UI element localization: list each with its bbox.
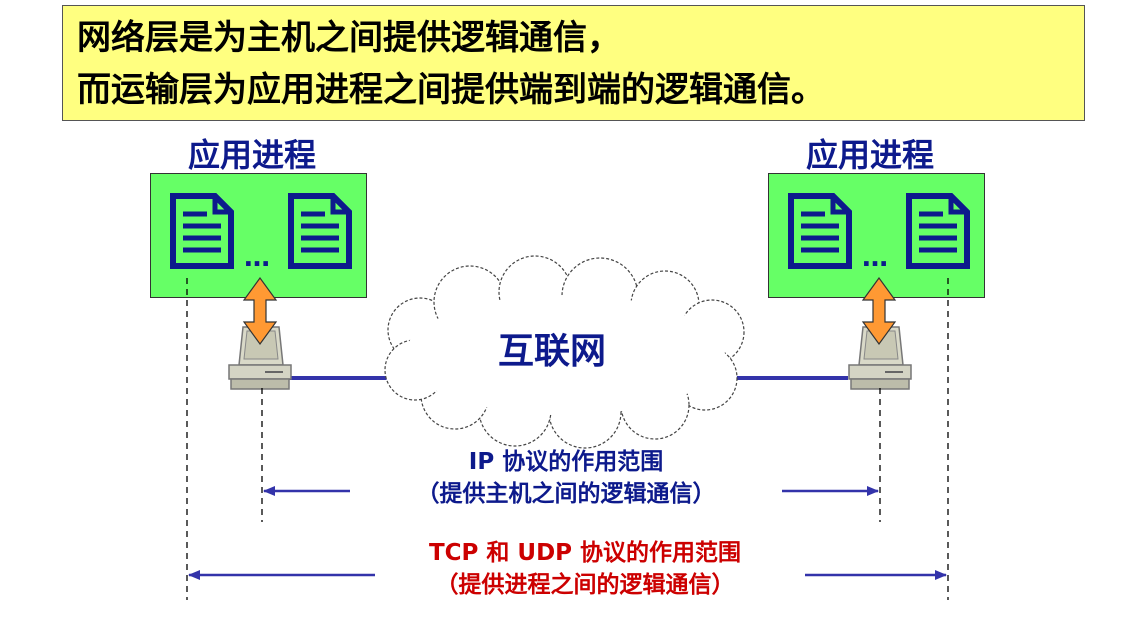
left-orange-double-arrow (242, 276, 278, 346)
transport-scope-line-2: （提供进程之间的逻辑通信） (435, 572, 735, 598)
left-process-label: 应用进程 (188, 136, 317, 174)
title-box: 网络层是为主机之间提供逻辑通信， 而运输层为应用进程之间提供端到端的逻辑通信。 (62, 5, 1085, 121)
left-document-icon-2 (291, 196, 349, 266)
title-line-1: 网络层是为主机之间提供逻辑通信， (77, 18, 621, 58)
ip-scope-line-2: （提供主机之间的逻辑通信） (416, 481, 716, 507)
internet-cloud-icon (384, 255, 745, 449)
title-line-2: 而运输层为应用进程之间提供端到端的逻辑通信。 (77, 70, 825, 110)
right-document-icon-2 (909, 196, 967, 266)
transport-scope-label: TCP 和 UDP 协议的作用范围 （提供进程之间的逻辑通信） (370, 537, 800, 601)
ip-scope-line-1: IP 协议的作用范围 (468, 449, 664, 475)
right-process-label: 应用进程 (806, 136, 935, 174)
right-document-icon-1 (791, 196, 849, 266)
right-ellipsis: … (862, 243, 888, 273)
ip-scope-label: IP 协议的作用范围 （提供主机之间的逻辑通信） (350, 446, 782, 510)
left-ellipsis: … (244, 243, 270, 273)
internet-label: 互联网 (498, 331, 607, 372)
transport-scope-line-1: TCP 和 UDP 协议的作用范围 (428, 540, 742, 566)
left-document-icon-1 (173, 196, 231, 266)
right-orange-double-arrow (861, 276, 897, 346)
